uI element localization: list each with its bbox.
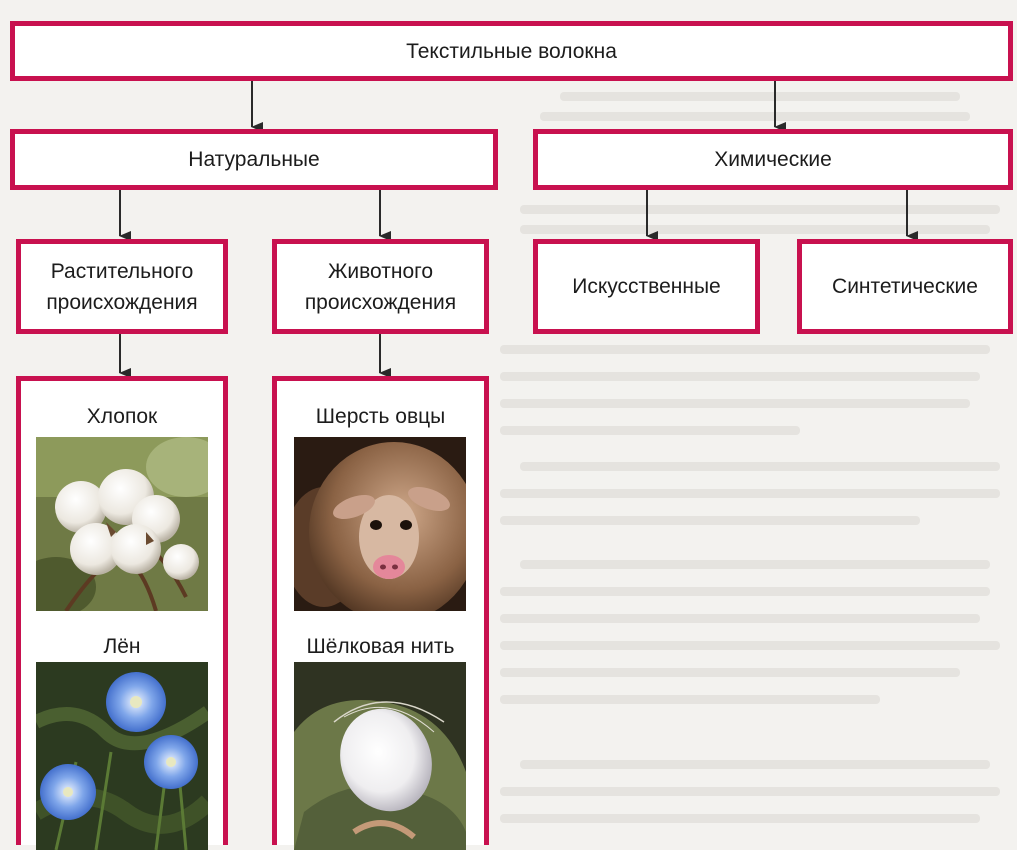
cotton-photo — [36, 437, 208, 611]
animal-origin-node-label: Животного происхождения — [286, 256, 476, 318]
root-node-label: Текстильные волокна — [406, 36, 617, 67]
artificial-node-box: Искусственные — [533, 239, 760, 334]
flax-photo — [36, 662, 208, 850]
natural-node-label: Натуральные — [188, 144, 319, 175]
flax-label: Лён — [21, 634, 223, 660]
plant-origin-node-box: Растительного происхождения — [16, 239, 228, 334]
root-node-box: Текстильные волокна — [10, 21, 1013, 81]
cotton-label: Хлопок — [21, 404, 223, 430]
sheep-photo — [294, 437, 466, 611]
plant-examples-box: Хлопок Лён — [16, 376, 228, 845]
natural-node-box: Натуральные — [10, 129, 498, 190]
silk-thread-label: Шёлковая нить — [277, 634, 484, 660]
animal-origin-node-box: Животного происхождения — [272, 239, 489, 334]
plant-origin-node-label: Растительного происхождения — [30, 256, 215, 318]
synthetic-node-box: Синтетические — [797, 239, 1013, 334]
chemical-node-label: Химические — [714, 144, 832, 175]
sheep-wool-label: Шерсть овцы — [277, 404, 484, 430]
synthetic-node-label: Синтетические — [832, 271, 978, 302]
silk-cocoon-photo — [294, 662, 466, 850]
animal-examples-box: Шерсть овцы Шёлковая нить — [272, 376, 489, 845]
chemical-node-box: Химические — [533, 129, 1013, 190]
artificial-node-label: Искусственные — [572, 271, 720, 302]
